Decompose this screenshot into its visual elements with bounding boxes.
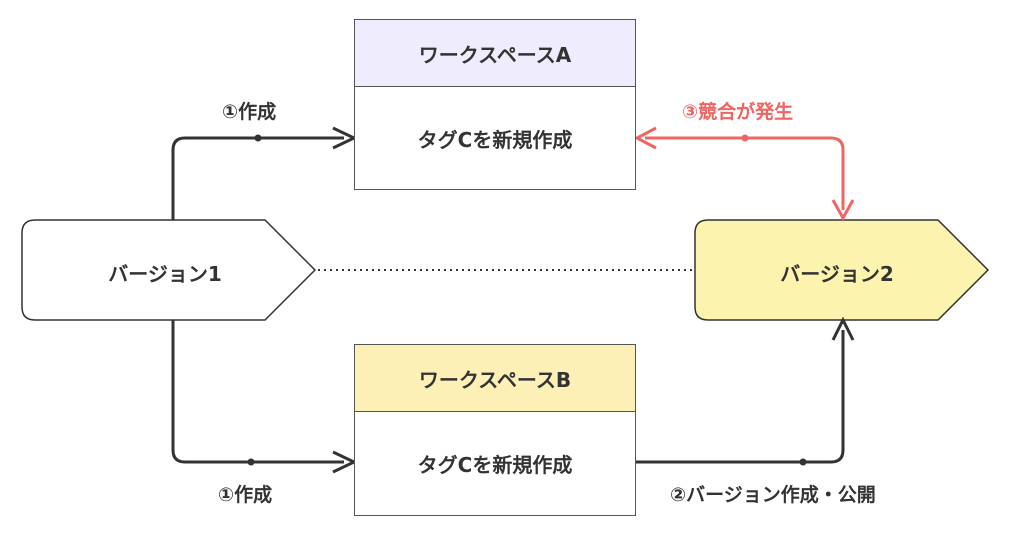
arrowhead-conflict-left [633, 126, 657, 150]
edge-create-b [171, 320, 344, 464]
workspace-a-box: ワークスペースA タグCを新規作成 [354, 19, 636, 190]
edge-dot-create-a [254, 134, 262, 142]
workspace-b-body: タグCを新規作成 [417, 453, 573, 477]
edge-dot-publish [799, 458, 807, 466]
arrowhead-conflict-down [831, 199, 855, 222]
edge-label-publish: ②バージョン作成・公開 [670, 484, 876, 506]
workspace-a-body: タグCを新規作成 [417, 128, 573, 152]
edge-dot-create-b [247, 458, 255, 466]
version2-label: バージョン2 [780, 262, 894, 286]
edge-conflict [645, 136, 845, 210]
edge-label-create-b: ①作成 [218, 484, 273, 506]
edge-create-a [171, 136, 344, 220]
workspace-b-box: ワークスペースB タグCを新規作成 [354, 344, 636, 516]
version1-shape [21, 219, 317, 321]
edge-publish [635, 330, 845, 464]
version1-label: バージョン1 [108, 262, 222, 286]
edge-dot-conflict [741, 134, 749, 142]
version2-shape [694, 219, 990, 321]
edge-label-create-a: ①作成 [222, 101, 277, 123]
arrowhead-publish [831, 316, 855, 341]
edge-label-conflict: ③競合が発生 [682, 101, 794, 123]
workspace-a-title: ワークスペースA [355, 20, 635, 87]
workspace-b-title: ワークスペースB [355, 345, 635, 412]
